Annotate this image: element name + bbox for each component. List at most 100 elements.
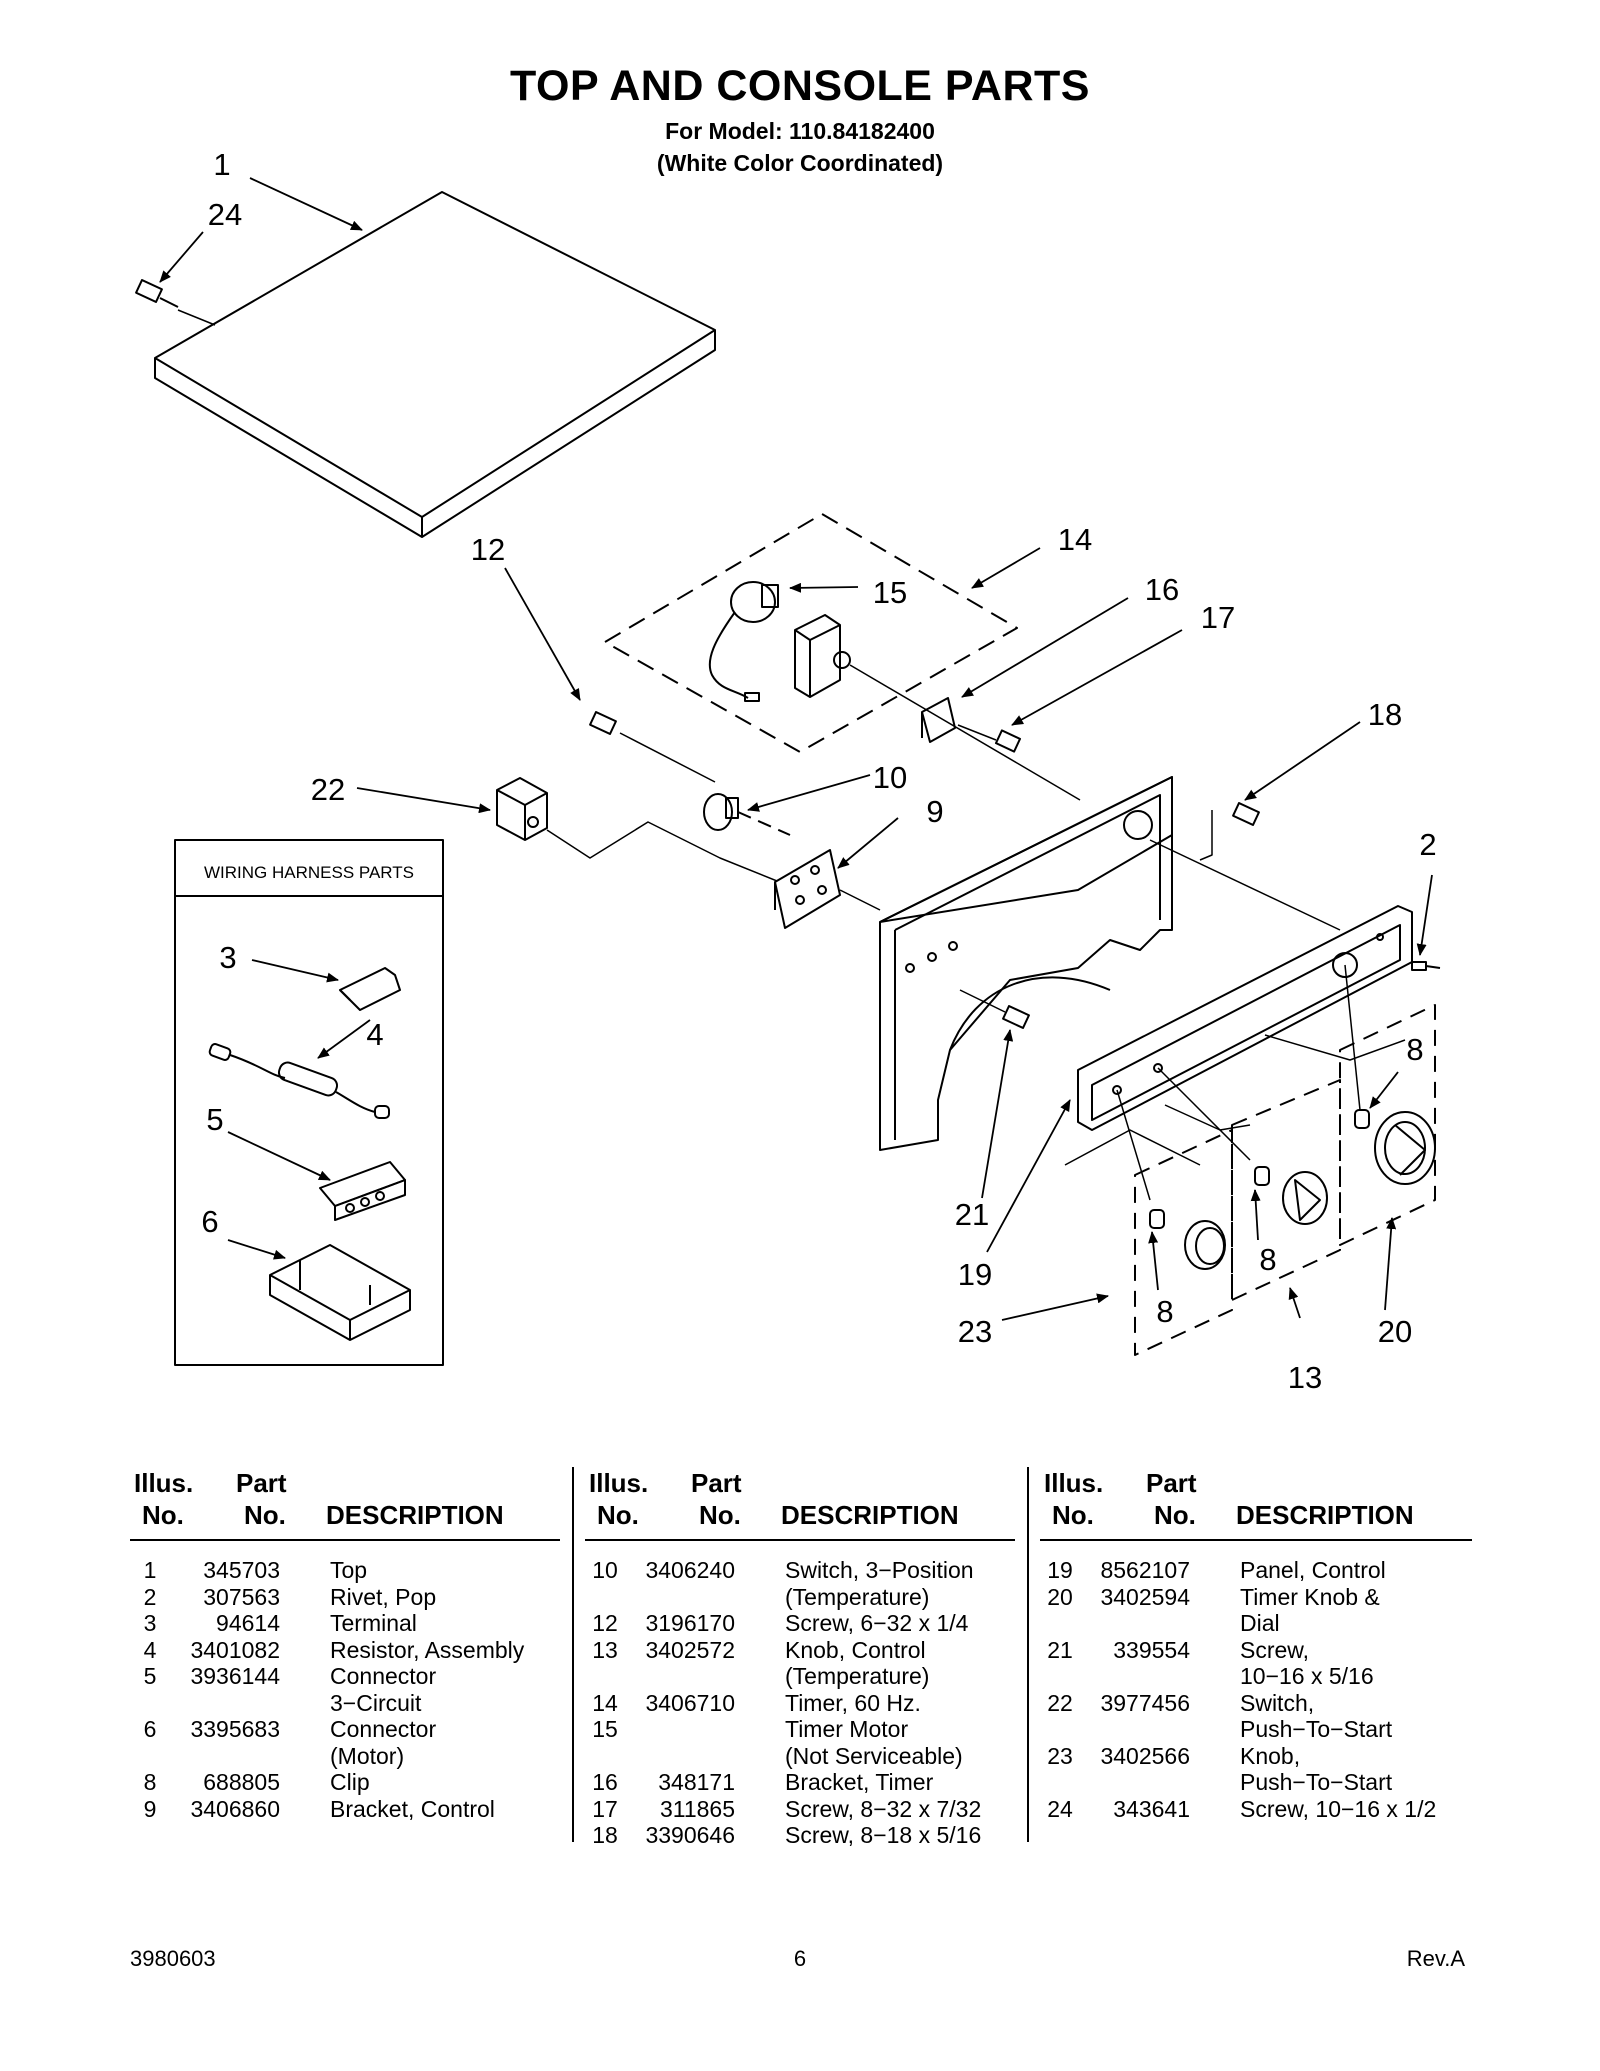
header-illus-no: No. [1052, 1500, 1094, 1530]
timer-bracket [921, 697, 956, 743]
part-description: (Temperature) [785, 1583, 930, 1610]
callout-number: 1 [213, 147, 230, 182]
part-number: 3402572 [645, 1636, 735, 1663]
page-title: TOP AND CONSOLE PARTS [510, 62, 1090, 110]
header-illus: Illus. [1044, 1468, 1104, 1498]
illus-number: 3 [143, 1610, 157, 1636]
part-description: Rivet, Pop [330, 1583, 437, 1610]
part-description: Timer Motor [785, 1716, 909, 1742]
table-row: (Not Serviceable) [585, 1743, 1015, 1770]
callout-number: 16 [1145, 572, 1179, 607]
header-part-no: No. [699, 1500, 741, 1530]
callout-leaders [159, 177, 1433, 1321]
screw-21 [959, 989, 1030, 1029]
header-illus: Illus. [589, 1468, 649, 1498]
illus-number: 22 [1047, 1689, 1073, 1716]
table-row: 13 3402572 Knob, Control [585, 1637, 1015, 1664]
table-header: Illus. No. Part No. DESCRIPTION [1040, 1463, 1472, 1541]
callout-numbers: 1 24 12 14 15 16 17 18 22 10 9 2 3 4 5 6… [201, 147, 1436, 1395]
part-description: Screw, 10−16 x 1/2 [1240, 1795, 1437, 1822]
part-description: (Motor) [330, 1742, 405, 1769]
parts-table-column-3: Illus. No. Part No. DESCRIPTION 19 856210… [1040, 1463, 1472, 1822]
part-number: 94614 [216, 1610, 280, 1636]
illus-number: 10 [592, 1557, 618, 1583]
part-number: 8562107 [1100, 1557, 1190, 1583]
part-description: Dial [1240, 1610, 1280, 1636]
part-number: 339554 [1113, 1636, 1190, 1663]
callout-number: 6 [201, 1204, 218, 1239]
timer-enclosure [604, 513, 1018, 753]
part-description: Knob, [1240, 1742, 1301, 1769]
knob-23-box [1134, 1129, 1233, 1356]
part-number: 3196170 [645, 1610, 735, 1636]
control-panel [1077, 905, 1413, 1131]
part-number: 343641 [1113, 1795, 1190, 1822]
table-row: Push−To−Start [1040, 1716, 1472, 1743]
callout-number: 24 [208, 197, 242, 232]
part-number: 307563 [203, 1583, 280, 1610]
table-row: 3−Circuit [130, 1690, 560, 1717]
illus-number: 8 [143, 1769, 157, 1795]
callout-number: 19 [958, 1257, 992, 1292]
header-illus-no: No. [597, 1500, 639, 1530]
table-row: (Temperature) [585, 1663, 1015, 1690]
exploded-parts-diagram: WIRING HARNESS PARTS 1 24 12 14 15 16 17… [135, 147, 1441, 1395]
table-row: Push−To−Start [1040, 1769, 1472, 1796]
part-number: 3977456 [1100, 1689, 1190, 1716]
table-row: 10−16 x 5/16 [1040, 1663, 1472, 1690]
illus-number: 24 [1047, 1795, 1073, 1822]
callout-number: 8 [1406, 1032, 1423, 1067]
header-description: DESCRIPTION [781, 1500, 959, 1530]
callout-number: 23 [958, 1314, 992, 1349]
header-part: Part [691, 1468, 742, 1498]
rivet [1411, 961, 1441, 971]
timer-motor [708, 581, 779, 702]
callout-number: 2 [1419, 827, 1436, 862]
callout-number: 20 [1378, 1314, 1412, 1349]
knob-temperature [1254, 1166, 1328, 1225]
table-header: Illus. No. Part No. DESCRIPTION [130, 1463, 560, 1541]
part-number: 3406710 [645, 1689, 735, 1716]
table-row: 23 3402566 Knob, [1040, 1743, 1472, 1770]
wiring-harness-inset [174, 839, 444, 1366]
part-number: 348171 [658, 1769, 735, 1795]
callout-number: 9 [926, 794, 943, 829]
screw-17 [957, 724, 1022, 753]
callout-number: 3 [219, 940, 236, 975]
illus-number: 16 [592, 1769, 618, 1795]
illus-number: 18 [592, 1822, 618, 1848]
part-description: Connector [330, 1716, 437, 1742]
callout-number: 14 [1058, 522, 1092, 557]
part-description: Resistor, Assembly [330, 1636, 525, 1663]
screw-24 [135, 279, 216, 326]
part-description: Bracket, Control [330, 1795, 495, 1822]
illus-number: 13 [592, 1636, 618, 1663]
part-description: Push−To−Start [1240, 1769, 1393, 1795]
push-to-start-switch [496, 777, 783, 884]
knob-20-box [1339, 1004, 1436, 1246]
model-line: For Model: 110.84182400 [665, 118, 935, 144]
header-description: DESCRIPTION [326, 1500, 504, 1530]
part-description: Timer, 60 Hz. [785, 1689, 921, 1716]
part-description: 3−Circuit [330, 1689, 422, 1716]
illus-number: 23 [1047, 1742, 1073, 1769]
screw-18 [1199, 802, 1260, 861]
illus-number: 1 [143, 1557, 157, 1583]
console-back [879, 776, 1341, 1151]
knob-13-box [1231, 1079, 1341, 1301]
part-description: 10−16 x 5/16 [1240, 1663, 1374, 1689]
part-number: 3402566 [1100, 1742, 1190, 1769]
document-number: 3980603 [130, 1946, 216, 1971]
part-description: Knob, Control [785, 1636, 926, 1663]
illus-number: 19 [1047, 1557, 1073, 1583]
